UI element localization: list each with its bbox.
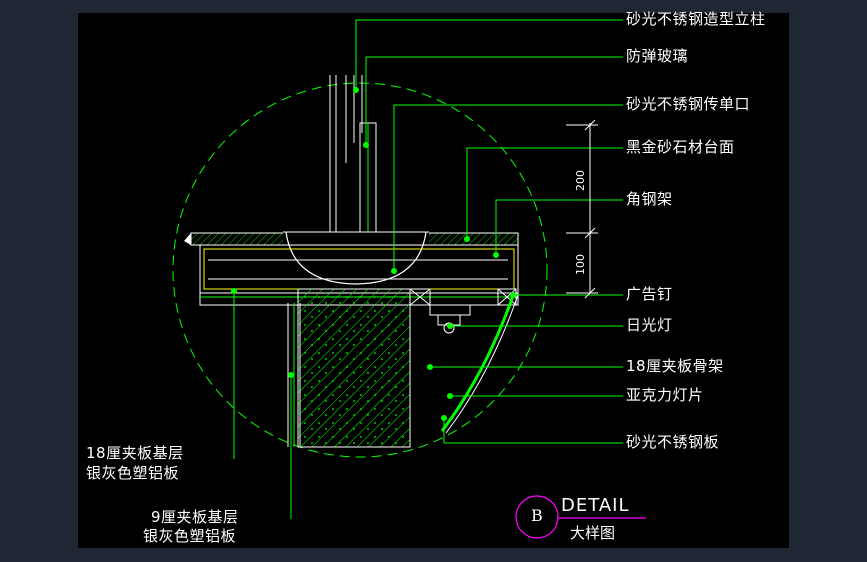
label-pass-window: 砂光不锈钢传单口 xyxy=(626,95,751,113)
dimension-lines xyxy=(566,119,598,299)
label-granite-top: 黑金砂石材台面 xyxy=(626,138,735,156)
label-plywood-frame: 18厘夹板骨架 xyxy=(626,357,724,375)
dim-lower: 100 xyxy=(574,254,587,275)
detail-subtitle: 大样图 xyxy=(570,524,616,542)
acrylic-panel xyxy=(440,292,516,432)
leader-lines xyxy=(233,19,623,519)
column-post xyxy=(329,75,363,233)
lamp-fixture xyxy=(429,304,471,334)
label-stainless-plate: 砂光不锈钢板 xyxy=(626,433,720,451)
label-left-layer1-line1: 18厘夹板基层 xyxy=(86,444,184,462)
label-left-layer2-line1: 9厘夹板基层 xyxy=(151,508,239,526)
detail-mark: B xyxy=(531,506,543,525)
basin xyxy=(285,231,427,285)
label-angle-steel: 角钢架 xyxy=(626,190,673,208)
detail-title: DETAIL xyxy=(561,495,630,516)
glass-panel xyxy=(359,122,377,236)
leader-dots xyxy=(231,87,516,421)
label-left-layer1-line2: 银灰色塑铝板 xyxy=(86,464,180,482)
detail-boundary-circle xyxy=(172,82,548,458)
label-ad-nail: 广告钉 xyxy=(626,285,673,303)
plywood-core xyxy=(297,288,411,448)
dim-upper: 200 xyxy=(574,170,587,191)
label-stainless-column: 砂光不锈钢造型立柱 xyxy=(626,10,766,28)
angle-brackets xyxy=(409,288,517,306)
drawing-canvas: 砂光不锈钢造型立柱 防弹玻璃 砂光不锈钢传单口 黑金砂石材台面 角钢架 广告钉 … xyxy=(78,10,789,548)
label-fluorescent-lamp: 日光灯 xyxy=(626,316,673,334)
detail-mark-circle xyxy=(515,495,559,539)
detail-drawing xyxy=(172,19,646,539)
label-left-layer2-line2: 银灰色塑铝板 xyxy=(143,527,237,545)
label-acrylic-panel: 亚克力灯片 xyxy=(626,386,704,404)
label-bulletproof-glass: 防弹玻璃 xyxy=(626,47,689,65)
